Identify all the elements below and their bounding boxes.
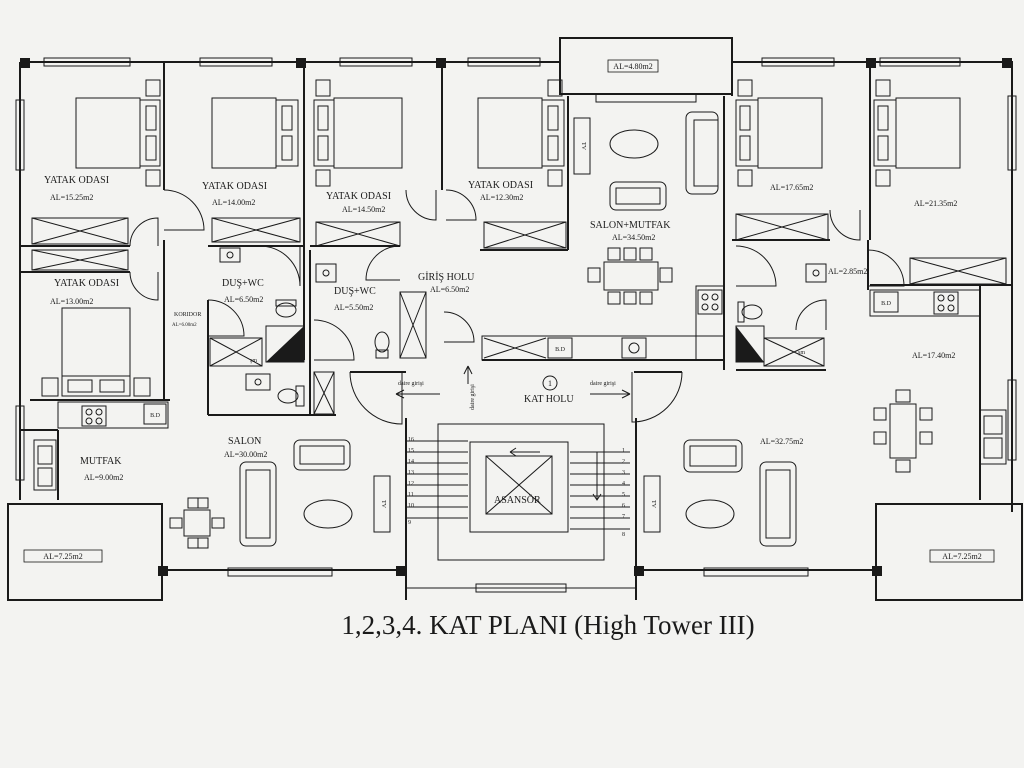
stair-step-5: 5 [622, 492, 625, 498]
stair-step-13: 13 [408, 470, 414, 476]
shower-label-1: şm [250, 358, 257, 364]
windows [15, 57, 1017, 577]
balcony-right: AL=7.25m2 [875, 503, 1023, 601]
balcony-top-area: AL=4.80m2 [613, 62, 652, 71]
bd-label-2: B.D [555, 347, 566, 353]
outer-walls [19, 58, 1013, 576]
room-area-r1: AL=15.25m2 [50, 193, 93, 202]
balcony-right-area: AL=7.25m2 [942, 552, 981, 561]
giris-name: GİRİŞ HOLU [418, 271, 475, 283]
stair-step-12: 12 [408, 481, 414, 487]
bed-7 [41, 307, 151, 397]
mutfak-name: MUTFAK [80, 456, 122, 467]
salon-name: SALON [228, 436, 261, 447]
room-area-r3: AL=14.50m2 [342, 205, 385, 214]
furniture: TV TV TV [169, 111, 933, 549]
tv-label-1: TV [580, 142, 586, 151]
stair-step-6: 6 [622, 503, 625, 509]
bed-3 [313, 79, 403, 187]
stair-step-2: 2 [622, 459, 625, 465]
bed-5 [735, 79, 823, 187]
room-area-r7: AL=13.00m2 [50, 297, 93, 306]
salon-mutfak-name: SALON+MUTFAK [590, 220, 671, 231]
stair-numbers: 16 15 14 13 12 11 10 9 1 2 3 4 5 6 7 8 [408, 437, 625, 538]
dus2-name: DUŞ+WC [334, 286, 376, 297]
bed-1 [75, 79, 161, 187]
room-area-r4: AL=12.30m2 [480, 193, 523, 202]
kat-holu-number: 1 [548, 379, 552, 388]
stair-step-10: 10 [408, 503, 414, 509]
door-swings [129, 189, 905, 425]
stair-step-8: 8 [622, 532, 625, 538]
balcony-left: AL=7.25m2 [7, 503, 163, 601]
stair-step-7: 7 [622, 514, 625, 520]
room-name-r1: YATAK ODASI [44, 175, 109, 186]
room-area-r5: AL=17.65m2 [770, 183, 813, 192]
balcony-left-area: AL=7.25m2 [43, 552, 82, 561]
room-labels: YATAK ODASI AL=15.25m2 YATAK ODASI AL=14… [44, 175, 957, 482]
giris-area: AL=6.50m2 [430, 285, 469, 294]
stair-step-16: 16 [408, 437, 414, 443]
koridor-area: AL=6.00m2 [172, 323, 197, 328]
plan-title: 1,2,3,4. KAT PLANI (High Tower III) [341, 610, 754, 640]
right-small-area: AL=2.85m2 [828, 267, 867, 276]
bed-2 [211, 97, 299, 169]
stair-core [405, 418, 637, 600]
room-name-r4: YATAK ODASI [468, 180, 533, 191]
salon-mutfak-area: AL=34.50m2 [612, 233, 655, 242]
core-labels: 1 KAT HOLU daire girişi daire girişi dai… [398, 375, 616, 506]
dus2-area: AL=5.50m2 [334, 303, 373, 312]
right-big-area: AL=17.40m2 [912, 351, 955, 360]
tv-label-2: TV [380, 500, 386, 509]
daire-girisi-right: daire girişi [590, 381, 616, 387]
right-salon-area: AL=32.75m2 [760, 437, 803, 446]
shower-label-2: şm [798, 350, 805, 356]
stair-step-15: 15 [408, 448, 414, 454]
dus1-area: AL=6.50m2 [224, 295, 263, 304]
stair-step-11: 11 [408, 492, 414, 498]
stair-step-4: 4 [622, 481, 625, 487]
mutfak-area: AL=9.00m2 [84, 473, 123, 482]
room-name-r3: YATAK ODASI [326, 191, 391, 202]
tv-label-3: TV [650, 500, 656, 509]
bed-6 [873, 79, 961, 187]
bathroom-fixtures: şm şm [209, 247, 827, 407]
asansor-label: ASANSÖR [494, 494, 541, 506]
daire-girisi-left: daire girişi [398, 381, 424, 387]
wardrobes [31, 213, 1007, 415]
stair-step-1: 1 [622, 448, 625, 454]
entrance-arrows [395, 365, 631, 399]
room-area-r2: AL=14.00m2 [212, 198, 255, 207]
stair-step-14: 14 [408, 459, 414, 465]
kat-holu-label: KAT HOLU [524, 394, 574, 405]
stair-step-3: 3 [622, 470, 625, 476]
bd-label-3: B.D [881, 301, 892, 307]
room-area-r6: AL=21.35m2 [914, 199, 957, 208]
room-name-r2: YATAK ODASI [202, 181, 267, 192]
balcony-top: AL=4.80m2 [559, 37, 733, 95]
salon-area: AL=30.00m2 [224, 450, 267, 459]
bed-4 [477, 79, 565, 187]
beds [41, 79, 961, 397]
kitchen-fixtures: B.D B.D B.D [33, 285, 1007, 491]
daire-girisi-mid: daire girişi [470, 384, 476, 410]
dus1-name: DUŞ+WC [222, 278, 264, 289]
koridor-name: KORIDOR [174, 312, 201, 318]
room-name-r7: YATAK ODASI [54, 278, 119, 289]
interior-walls [20, 62, 1012, 500]
stair-step-9: 9 [408, 520, 411, 526]
bd-label-1: B.D [150, 413, 161, 419]
